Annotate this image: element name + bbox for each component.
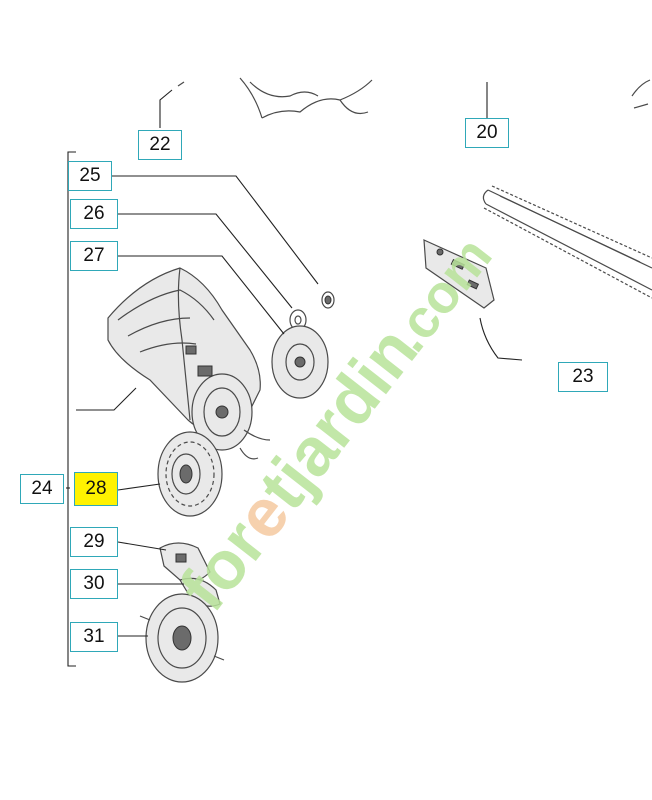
callout-22[interactable]: 22 [138, 130, 182, 160]
plate-27 [271, 325, 329, 399]
callout-25[interactable]: 25 [68, 161, 112, 191]
clutch-cover [107, 267, 271, 460]
engine-housing-sketch [177, 77, 373, 119]
leader-lines [66, 82, 523, 667]
callout-20[interactable]: 20 [465, 118, 509, 148]
callout-24[interactable]: 24 [20, 474, 64, 504]
callout-26[interactable]: 26 [70, 199, 118, 229]
callout-31[interactable]: 31 [70, 622, 118, 652]
clutch-assembly-31 [139, 593, 225, 683]
callout-29[interactable]: 29 [70, 527, 118, 557]
callout-23[interactable]: 23 [558, 362, 608, 392]
callout-28[interactable]: 28 [74, 472, 118, 506]
callout-27[interactable]: 27 [70, 241, 118, 271]
guide-bar-and-chain [482, 185, 652, 299]
washer-25 [321, 291, 335, 309]
bar-plate [423, 239, 495, 309]
sprocket-drum-28 [157, 431, 223, 517]
right-cover-sketch [631, 79, 651, 109]
callout-30[interactable]: 30 [70, 569, 118, 599]
